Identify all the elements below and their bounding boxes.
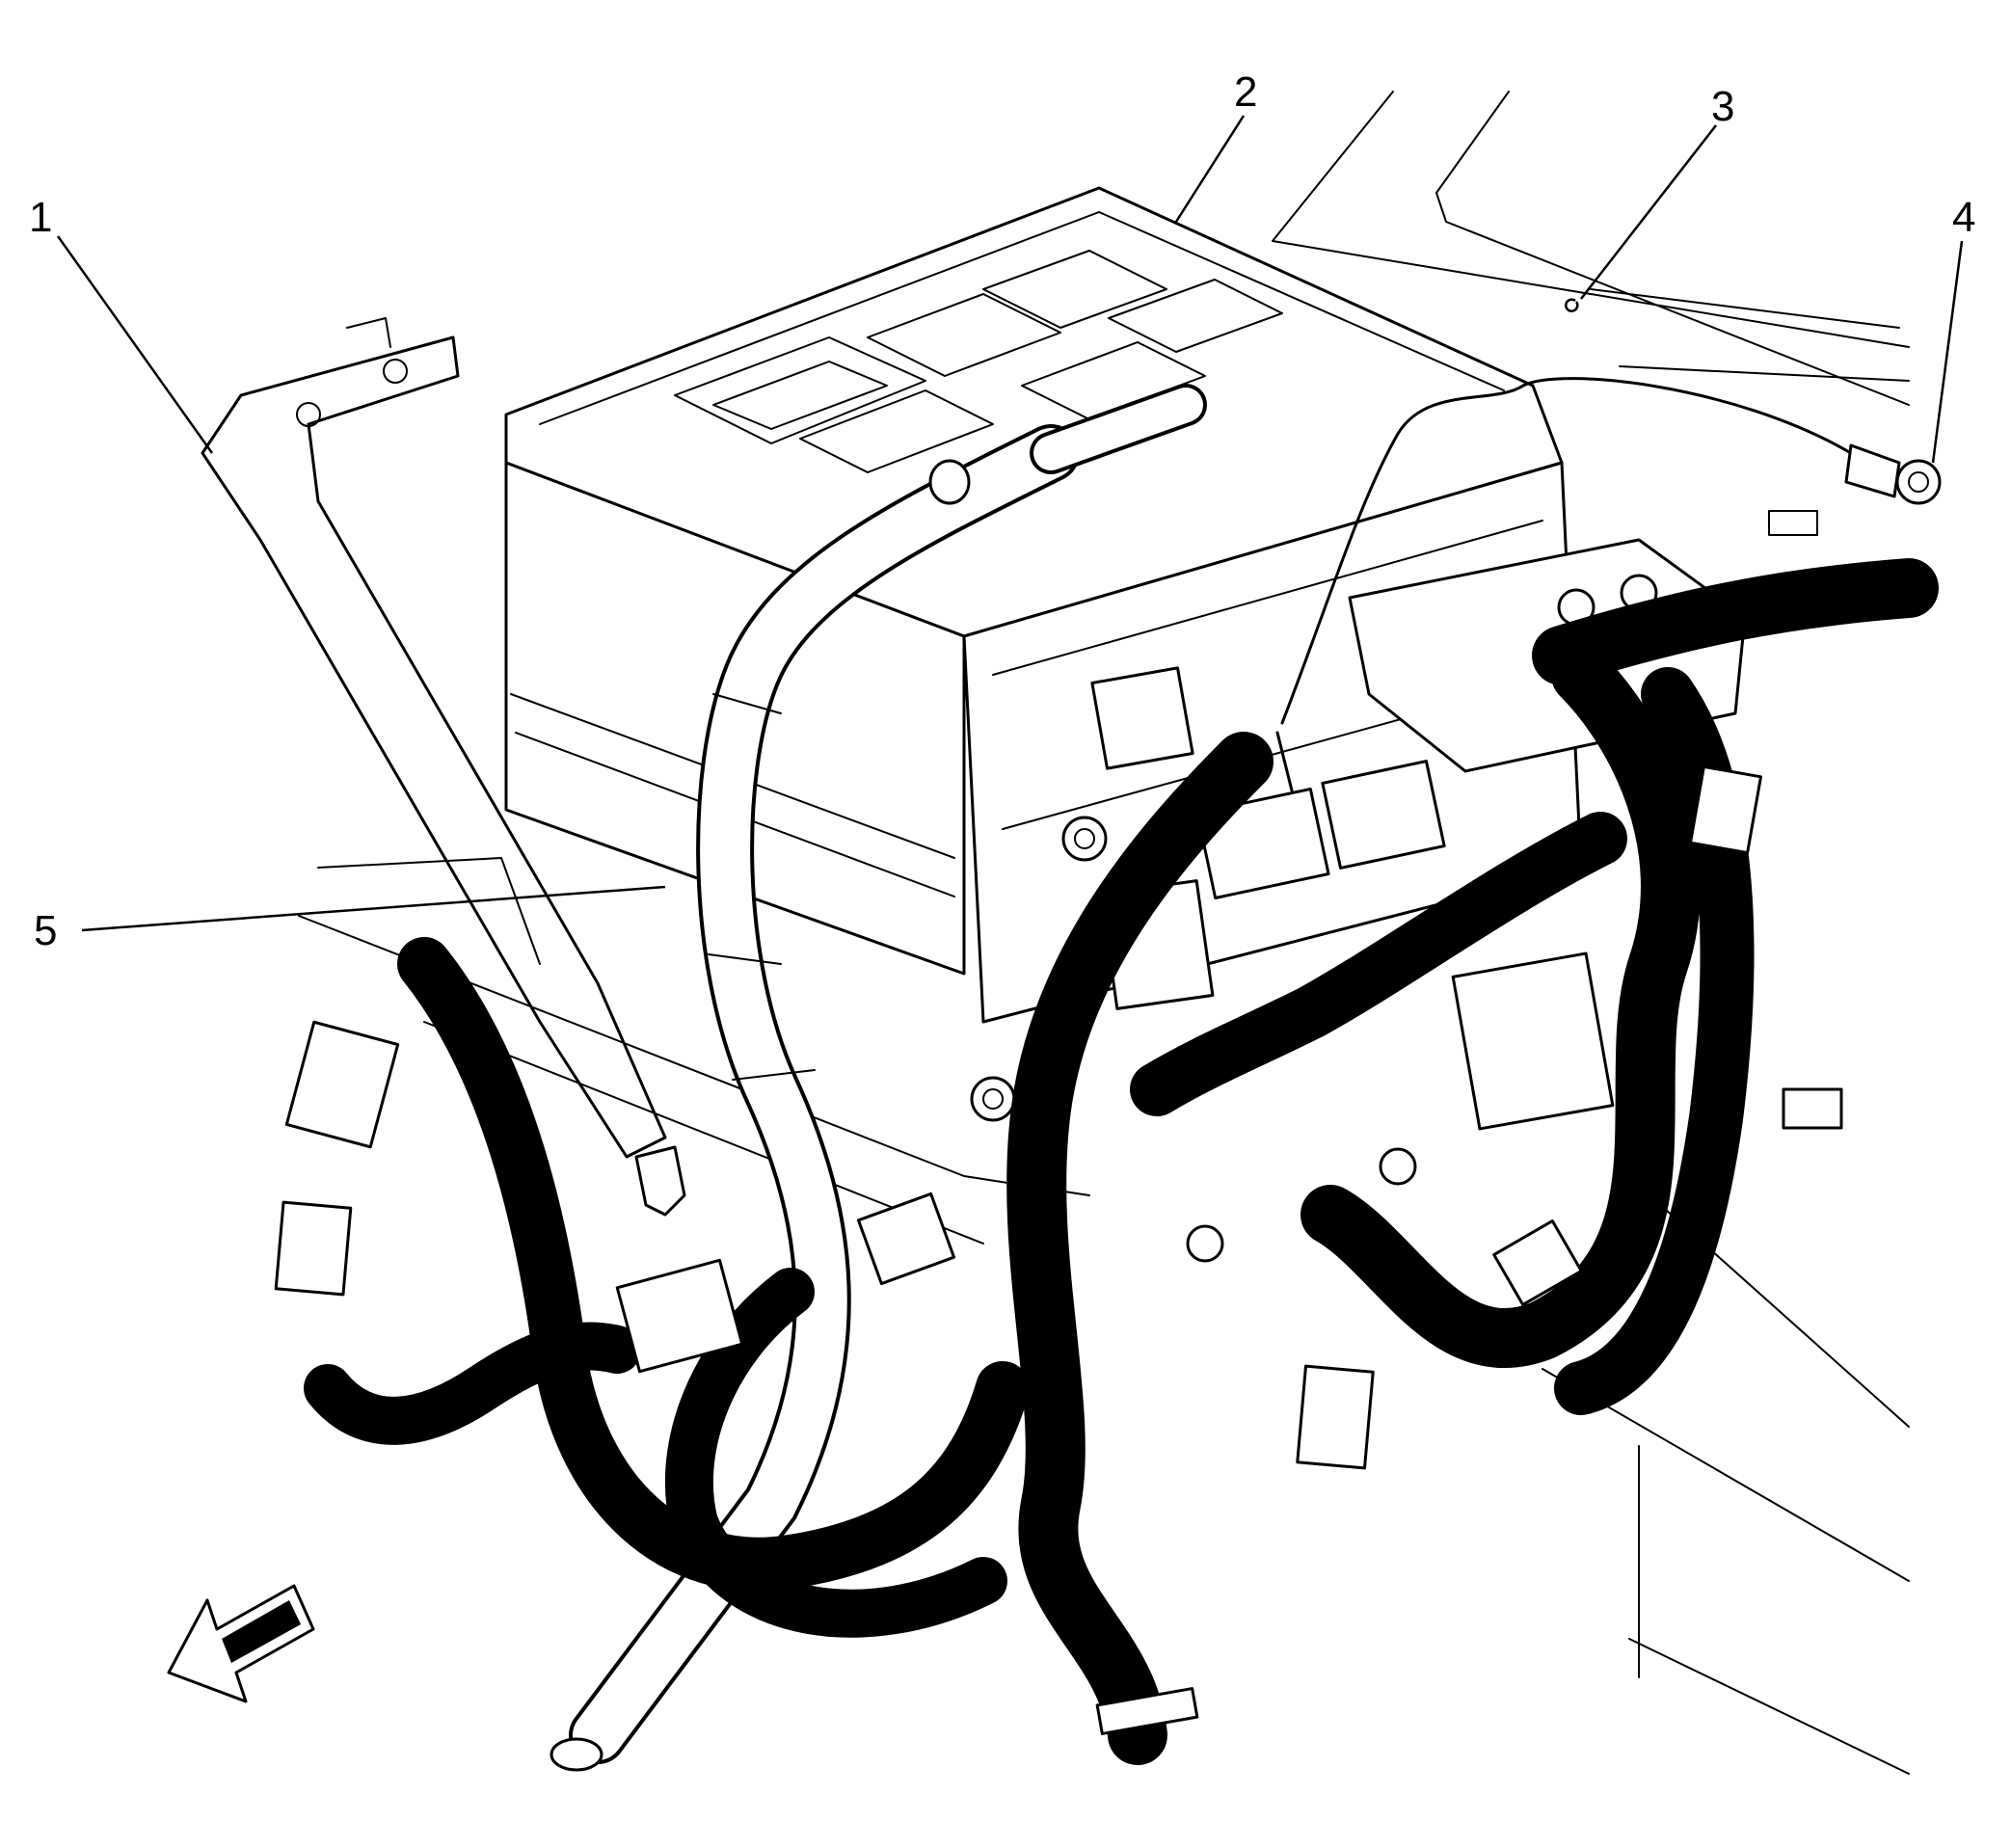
leader-lines (56, 115, 1964, 932)
frame-rail (298, 857, 1090, 1245)
callout-4: 4 (1952, 194, 1975, 241)
callout-3: 3 (1711, 83, 1734, 130)
callout-2: 2 (1234, 68, 1257, 116)
ground-cable (1275, 377, 1942, 792)
vent-tube (550, 384, 1207, 1772)
module-housing (504, 186, 1747, 1263)
arrow-icon (167, 1584, 315, 1703)
harness-connectors (274, 764, 1843, 1735)
callout-labels: 1 2 3 4 5 (29, 68, 1975, 954)
mounting-bracket (201, 317, 686, 1217)
callout-5: 5 (34, 907, 57, 954)
callout-1: 1 (29, 194, 52, 241)
